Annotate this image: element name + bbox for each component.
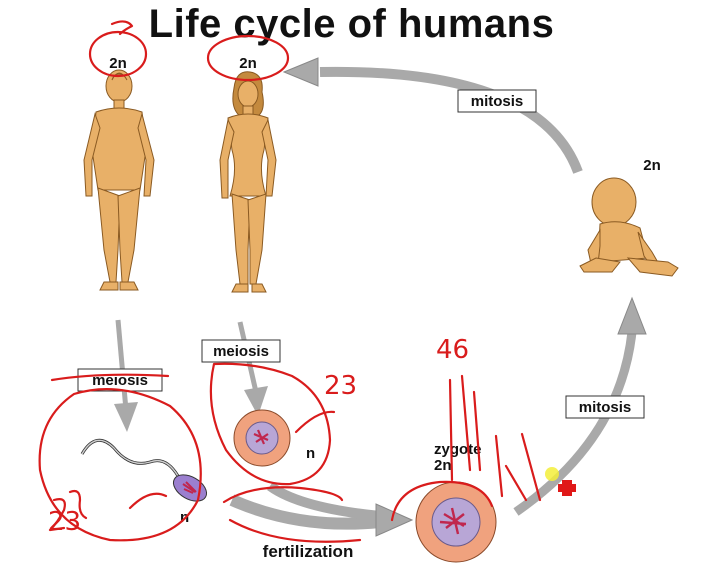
mitosis-label-top: mitosis [471,93,524,110]
zygote-cell [415,481,497,563]
egg-ploidy-label: n [306,445,315,462]
male-ploidy-label: 2n [109,55,127,72]
handwritten-annotations [38,20,542,543]
meiosis-label-female: meiosis [213,343,269,360]
mitosis-label-right: mitosis [579,399,632,416]
meiosis-box-female: meiosis [201,339,281,363]
diagram-title: Life cycle of humans [148,2,555,46]
meiosis-arrow-female [237,321,268,416]
mitosis-arrow-top [282,57,583,174]
baby-ploidy-label: 2n [643,157,661,174]
highlight-dot [545,467,559,481]
meiosis-label-male: meiosis [92,372,148,389]
egg-cell [233,409,291,467]
zygote-label: zygote [434,441,482,458]
adult-female-figure [219,71,277,293]
fertilization-label: fertilization [263,542,354,561]
fertilization-arrow [229,481,414,537]
baby-figure [579,177,679,277]
pointer-marker [558,480,576,496]
mitosis-box-right: mitosis [565,395,645,419]
sperm-chromosome-count: 23 [48,507,81,537]
zygote-chromosome-count: 46 [436,335,469,365]
meiosis-arrow-male [114,319,138,432]
female-ploidy-label: 2n [239,55,257,72]
egg-chromosome-count: 23 [324,371,357,401]
mitosis-box-top: mitosis [457,89,537,113]
adult-male-figure [83,69,155,291]
mitosis-arrow-right [513,296,647,516]
meiosis-box-male: meiosis [77,368,163,392]
zygote-ploidy-label: 2n [434,457,452,474]
